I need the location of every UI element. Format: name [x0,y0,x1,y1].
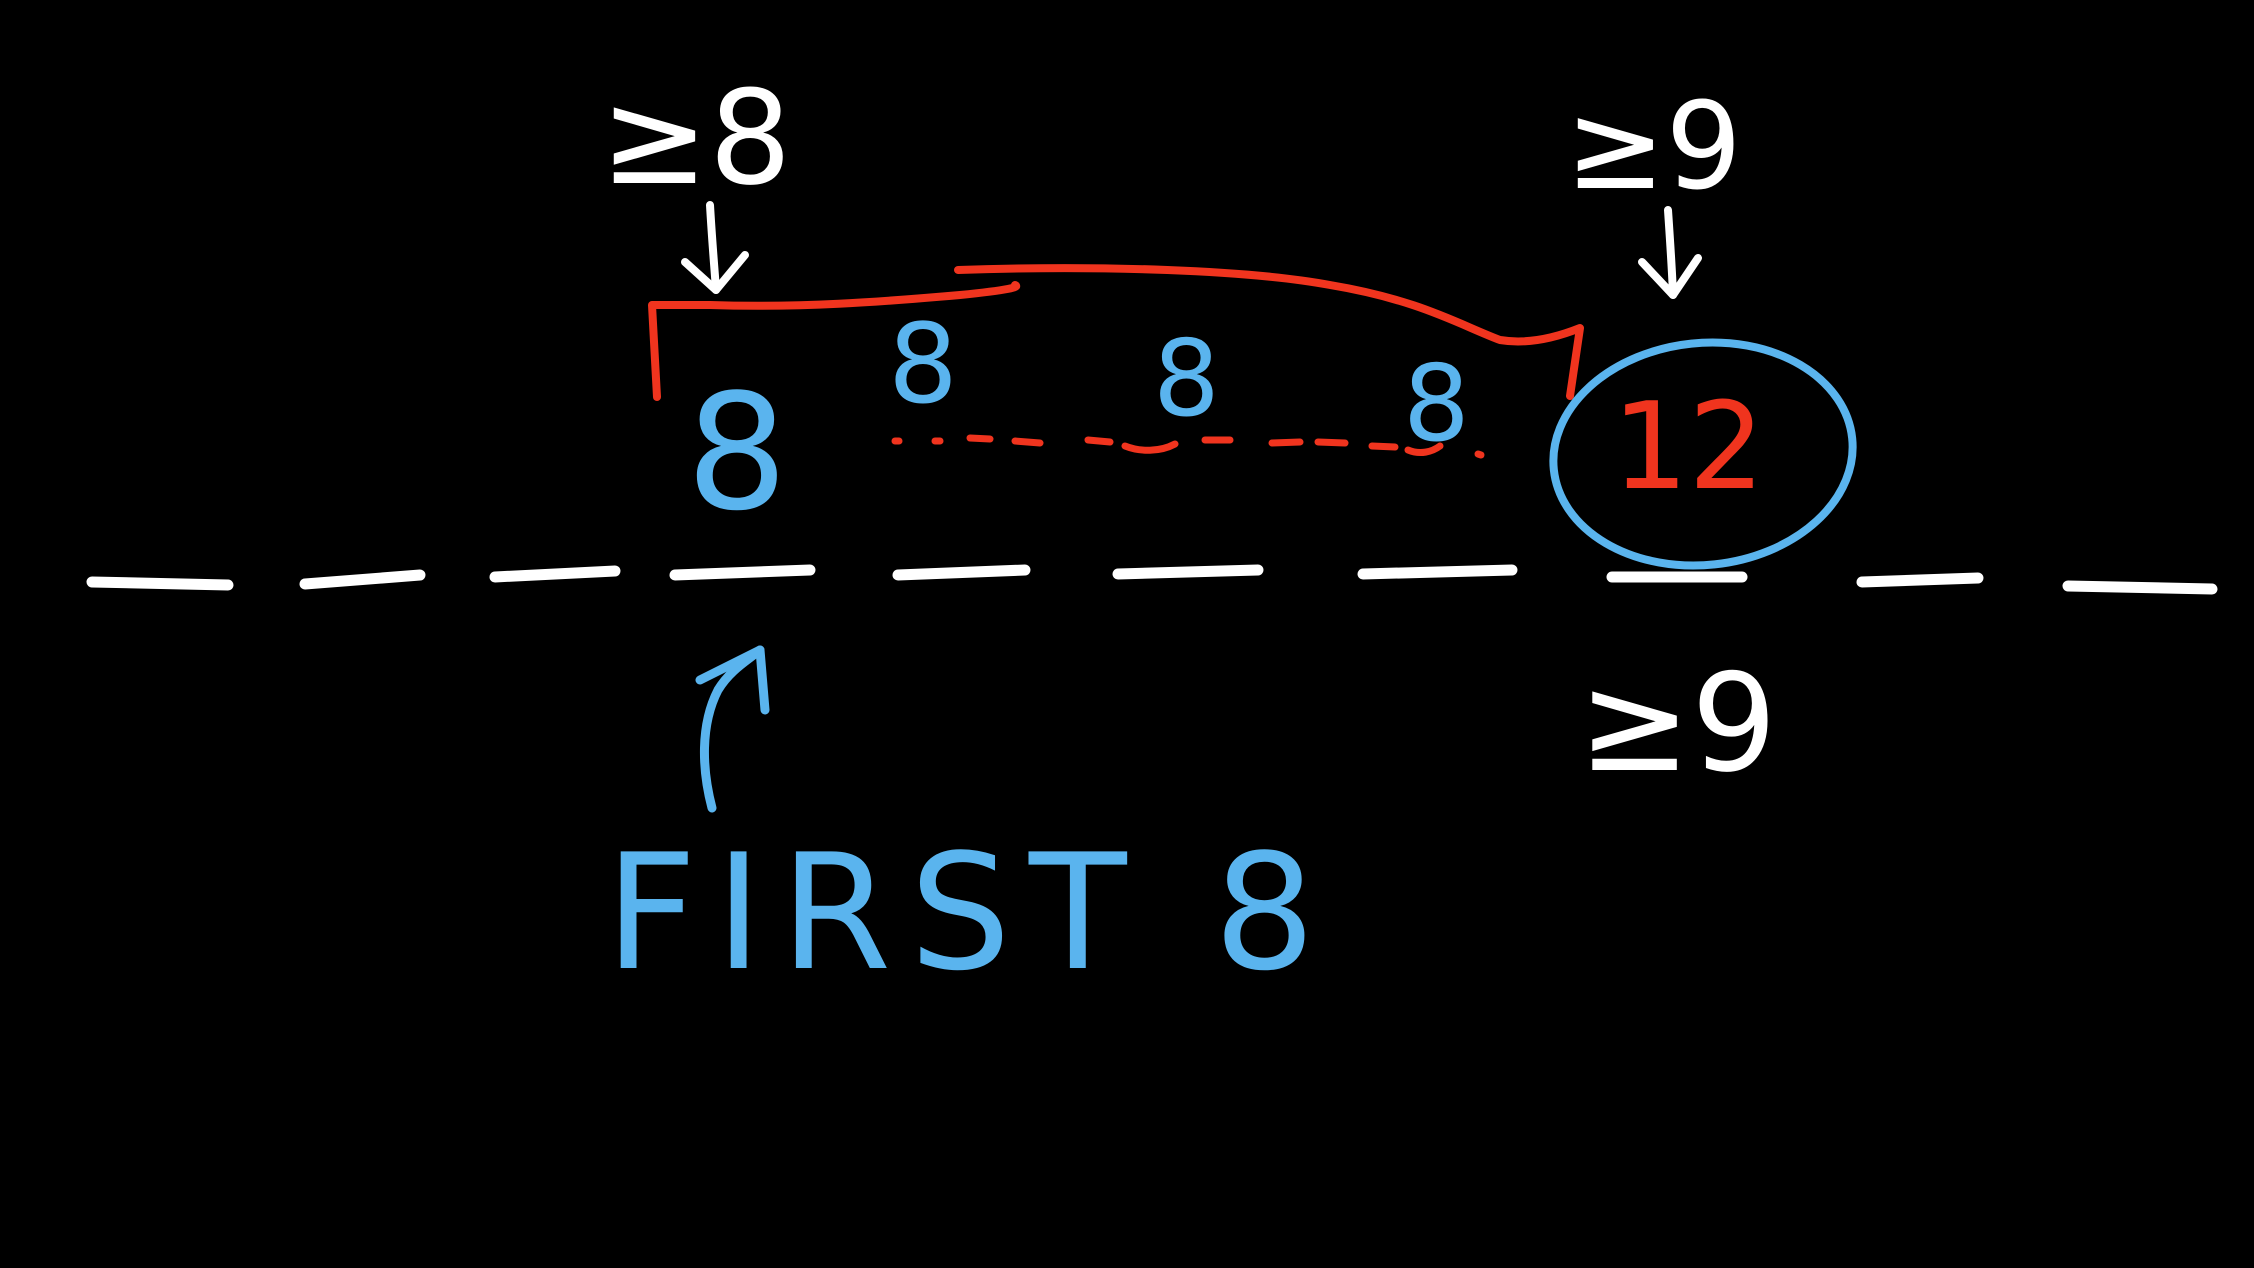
left-down-arrow [681,201,749,294]
window-dotted-line [891,434,1485,459]
first-8-up-arrow [695,645,770,813]
middle-8-value-2: 8 [1153,318,1220,440]
bottom-right-bound-label: ≥9 [1578,645,1777,802]
circled-12-value: 12 [1612,378,1765,517]
middle-8-value-3: 8 [1403,343,1470,465]
top-right-bound-label: ≥9 [1565,78,1742,217]
highlight-circle [1549,338,1857,570]
dashed-number-line [86,564,2218,595]
first-8-caption: FIRST 8 [605,819,1333,1006]
window-bracket [648,264,1584,401]
top-left-bound-label: ≥8 [600,62,792,214]
first-8-value: 8 [686,359,788,546]
right-down-arrow [1638,206,1702,299]
middle-8-value-1: 8 [888,300,958,428]
